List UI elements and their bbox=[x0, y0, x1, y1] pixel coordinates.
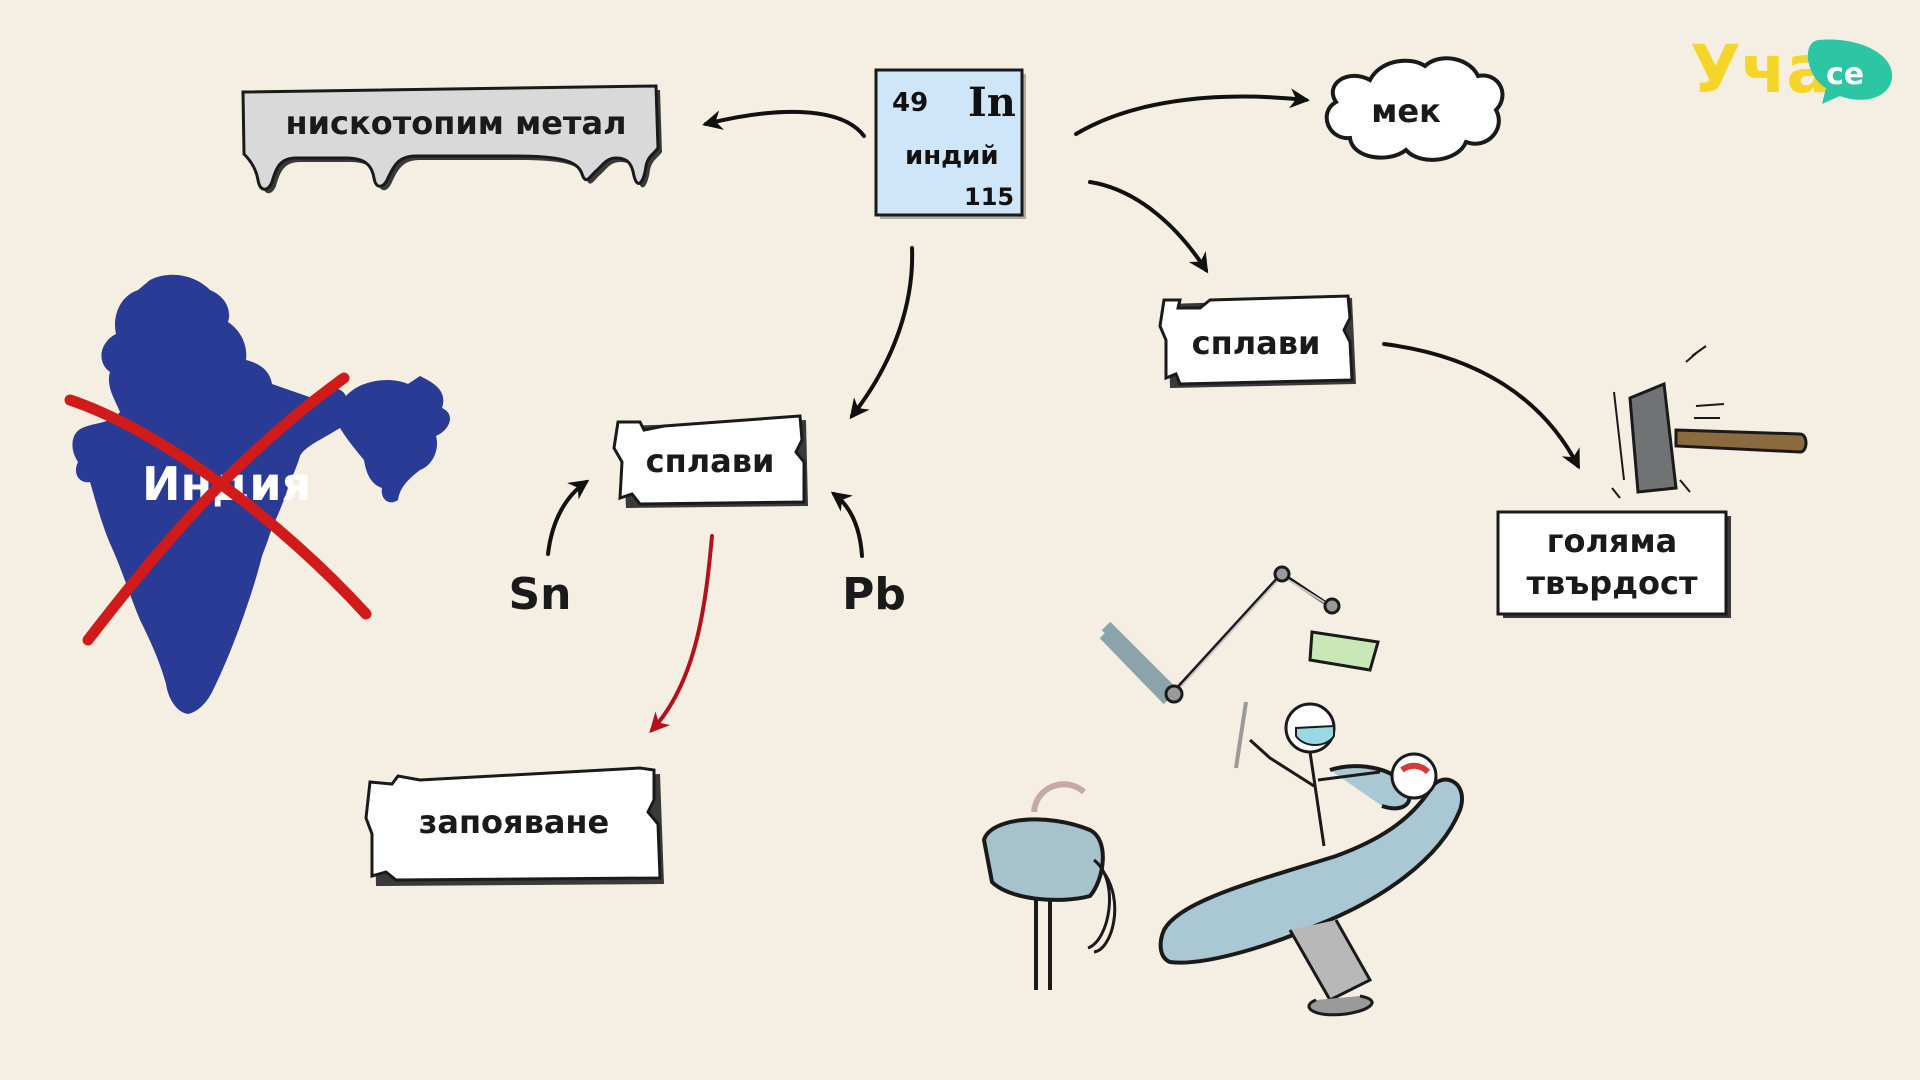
arrow-to-hardness bbox=[1382, 342, 1580, 470]
element-tile: 49 In индий 115 bbox=[874, 68, 1026, 219]
logo-suffix: се bbox=[1826, 57, 1864, 92]
low-melting-label: нискотопим метал bbox=[285, 104, 627, 142]
soldering-plank bbox=[364, 766, 664, 886]
alloys-right-plank bbox=[1158, 294, 1356, 388]
alloys-center-plank bbox=[612, 414, 808, 508]
tin-symbol: Sn bbox=[508, 568, 572, 620]
element-number: 49 bbox=[892, 88, 928, 118]
logo-speech-icon bbox=[1807, 39, 1893, 104]
hardness-label-line2: твърдост bbox=[1526, 564, 1698, 602]
arrow-to-low-melting bbox=[702, 109, 866, 138]
hardness-label-line1: голяма bbox=[1546, 522, 1678, 560]
hammer-icon bbox=[1611, 345, 1808, 499]
logo-text: Уча bbox=[1690, 31, 1831, 108]
india-map: Индия bbox=[64, 274, 450, 714]
element-symbol: In bbox=[968, 79, 1016, 126]
soft-label: мек bbox=[1371, 92, 1441, 130]
alloys-center-label: сплави bbox=[645, 442, 775, 480]
low-melting-plank bbox=[241, 84, 662, 194]
arrow-lead-to-alloys bbox=[830, 491, 864, 558]
element-name: индий bbox=[905, 141, 999, 171]
logo: Уча се bbox=[1690, 31, 1893, 108]
arrow-to-soft bbox=[1074, 88, 1310, 136]
arrow-tin-to-alloys bbox=[546, 479, 590, 556]
soldering-label: запояване bbox=[418, 803, 610, 841]
lead-symbol: Pb bbox=[842, 568, 906, 620]
arrows bbox=[546, 88, 1580, 558]
dental-scene-illustration bbox=[981, 565, 1464, 1017]
soft-cloud bbox=[1324, 56, 1505, 162]
arrow-to-alloys-right bbox=[1088, 180, 1209, 274]
alloys-right-label: сплави bbox=[1191, 324, 1321, 362]
arrow-to-soldering bbox=[649, 534, 714, 733]
arrow-to-alloys-center bbox=[849, 246, 915, 420]
hardness-box bbox=[1496, 510, 1731, 618]
element-mass: 115 bbox=[964, 183, 1014, 211]
